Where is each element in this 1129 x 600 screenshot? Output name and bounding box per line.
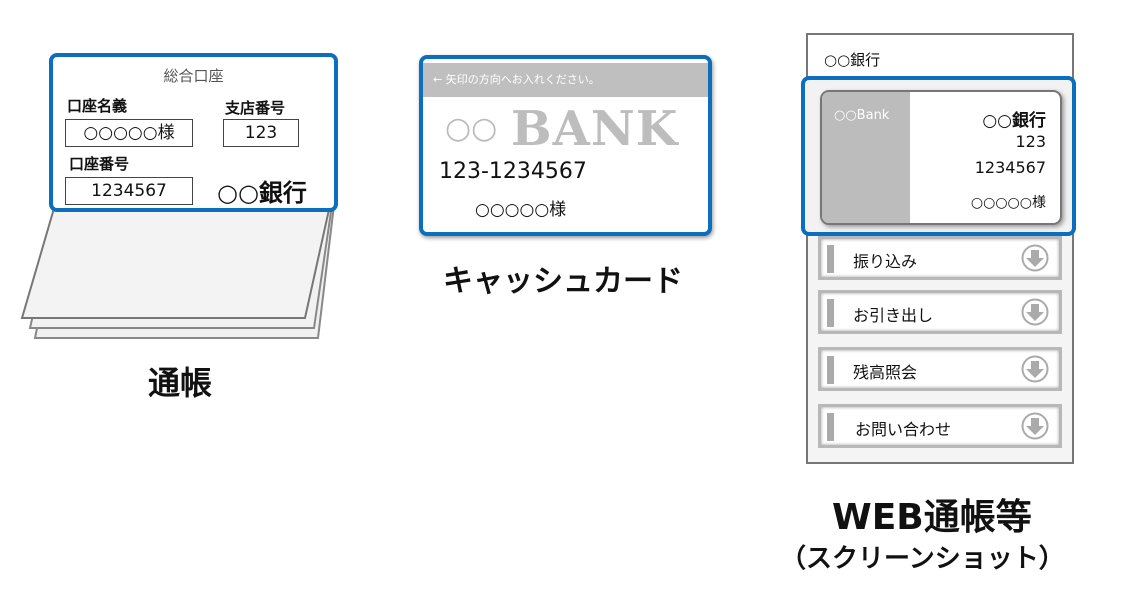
account-number-field: 1234567: [65, 177, 193, 205]
arrow-down-circle-icon: [1021, 355, 1049, 383]
card-logo-circles: ○○: [445, 111, 498, 146]
inquiry-button[interactable]: お問い合わせ: [818, 404, 1062, 448]
web-caption: WEB通帳等: [832, 497, 1032, 538]
card-logo-text: BANK: [511, 101, 679, 157]
arrow-down-circle-icon: [1021, 244, 1049, 272]
button-accent-bar: [827, 356, 834, 384]
balance-button[interactable]: 残高照会: [818, 347, 1062, 391]
web-card-account: 1234567: [974, 158, 1046, 177]
web-card: ○○Bank ○○銀行 123 1234567 ○○○○○様: [820, 90, 1062, 225]
transfer-button[interactable]: 振り込み: [818, 236, 1062, 280]
passbook-caption: 通帳: [148, 364, 213, 402]
passbook-cover: 総合口座 口座名義 ○○○○○様 支店番号 123 口座番号 1234567 ○…: [49, 53, 338, 212]
passbook-bank-name: ○○銀行: [217, 179, 307, 207]
web-card-branch: 123: [1015, 132, 1046, 151]
cash-card: ← 矢印の方向へお入れください。 ○○ BANK 123-1234567 ○○○…: [419, 55, 712, 236]
passbook-page-1: [20, 204, 332, 319]
button-accent-bar: [827, 245, 834, 273]
account-name-label: 口座名義: [67, 97, 128, 115]
cashcard-caption: キャッシュカード: [443, 264, 683, 299]
web-card-highlight: ○○Bank ○○銀行 123 1234567 ○○○○○様: [801, 76, 1076, 236]
web-header: ○○銀行: [808, 35, 1072, 77]
web-card-bank: ○○銀行: [982, 111, 1046, 131]
web-card-brand: ○○Bank: [834, 108, 890, 123]
button-label: お問い合わせ: [855, 420, 952, 439]
branch-label: 支店番号: [225, 99, 286, 117]
web-subcaption: （スクリーンショット）: [780, 544, 1065, 574]
arrow-down-circle-icon: [1021, 298, 1049, 326]
account-number-label: 口座番号: [69, 155, 130, 173]
branch-field: 123: [223, 119, 299, 147]
web-card-side: ○○Bank: [822, 92, 910, 223]
withdraw-button[interactable]: お引き出し: [818, 290, 1062, 334]
button-accent-bar: [827, 413, 834, 441]
card-number: 123-1234567: [439, 159, 587, 184]
arrow-down-circle-icon: [1021, 412, 1049, 440]
passbook-title: 総合口座: [163, 67, 224, 85]
passbook-pages: [20, 204, 336, 339]
button-label: 残高照会: [853, 363, 918, 382]
account-name-field: ○○○○○様: [65, 119, 193, 147]
web-card-name: ○○○○○様: [970, 195, 1046, 211]
web-header-title: ○○銀行: [824, 51, 881, 69]
button-accent-bar: [827, 299, 834, 327]
card-holder-name: ○○○○○様: [475, 200, 567, 220]
button-label: 振り込み: [853, 252, 918, 271]
button-label: お引き出し: [853, 306, 934, 325]
card-instruction-strip: ← 矢印の方向へお入れください。: [423, 63, 708, 97]
